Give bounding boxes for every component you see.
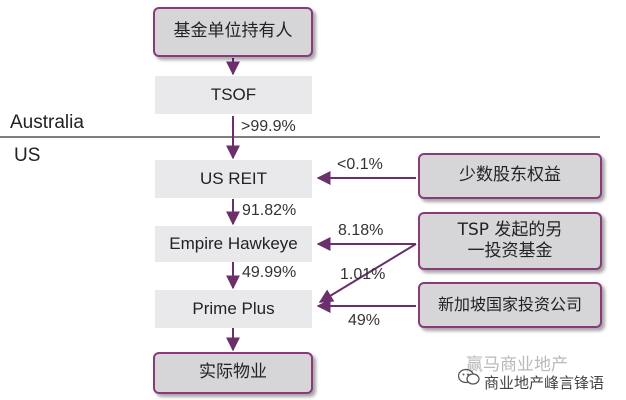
box-singapore-gic: 新加坡国家投资公司 [418, 282, 602, 328]
box-us-reit: US REIT [155, 160, 312, 198]
box-tsof: TSOF [155, 76, 312, 114]
pct-minority-to-usreit: <0.1% [337, 156, 383, 173]
pct-tsof-to-usreit: >99.9% [241, 118, 296, 135]
watermark-faint: 赢马商业地产 [466, 355, 568, 375]
pct-tsp-to-prime: 1.01% [340, 266, 386, 283]
box-empire-hawkeye: Empire Hawkeye [155, 226, 312, 262]
box-tsp-fund: TSP 发起的另 一投资基金 [418, 212, 602, 270]
box-unit-holders: 基金单位持有人 [153, 7, 313, 57]
box-prime-plus: Prime Plus [155, 290, 312, 328]
wechat-icon [457, 368, 480, 386]
box-actual-property: 实际物业 [153, 352, 313, 394]
box-minority-interest: 少数股东权益 [418, 153, 602, 199]
region-label-us: US [14, 145, 41, 166]
arrow-tsp-to-prime [318, 243, 417, 303]
pct-tsp-to-empire: 8.18% [338, 222, 384, 239]
pct-usreit-to-empire: 91.82% [242, 202, 297, 219]
tsp-fund-line2: 一投资基金 [467, 241, 553, 261]
pct-gic-to-prime: 49% [348, 312, 381, 329]
pct-empire-to-prime: 49.99% [242, 264, 297, 281]
watermark-caption: 商业地产峰言锋语 [484, 374, 605, 392]
tsp-fund-line1: TSP 发起的另 [457, 219, 563, 240]
region-label-australia: Australia [10, 112, 84, 133]
